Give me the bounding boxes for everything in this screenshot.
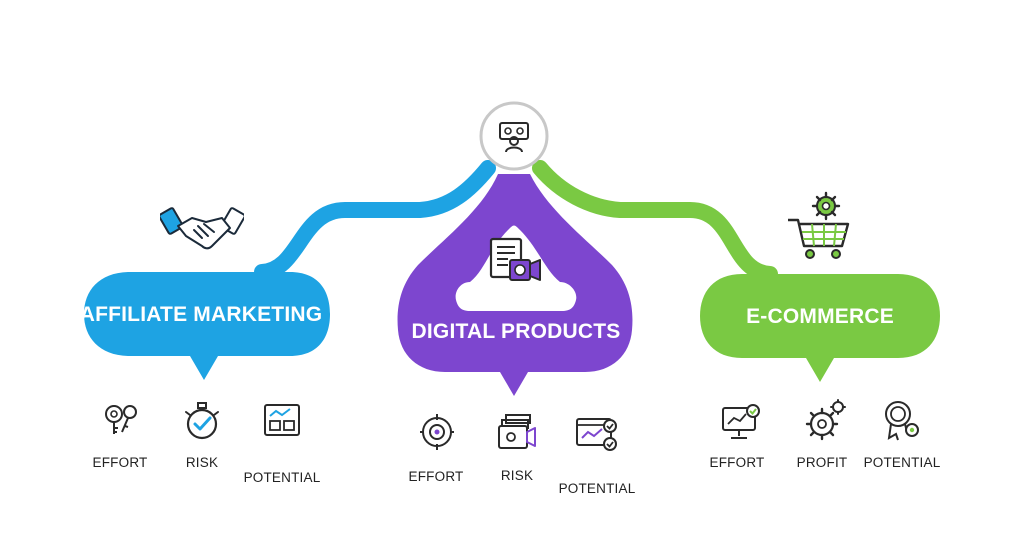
target-badge-icon — [420, 414, 454, 450]
growth-board-icon — [264, 404, 300, 436]
handshake-icon — [160, 207, 244, 250]
affiliate-connector — [254, 160, 496, 280]
monitor-check-icon — [722, 404, 760, 439]
ecommerce-connector — [532, 160, 778, 282]
digital-potential-label: POTENTIAL — [558, 481, 636, 496]
layered-video-icon — [498, 414, 536, 449]
keys-icon — [105, 405, 137, 434]
document-video-icon — [489, 237, 541, 281]
affiliate-bubble — [84, 272, 330, 380]
digital-branch — [397, 174, 633, 396]
ecommerce-branch — [532, 160, 940, 382]
digital-risk-label: RISK — [500, 468, 534, 483]
award-ribbon-icon — [885, 401, 919, 441]
affiliate-effort-label: EFFORT — [92, 455, 148, 470]
digital-effort-label: EFFORT — [408, 469, 464, 484]
ecommerce-effort-label: EFFORT — [709, 455, 765, 470]
stopwatch-check-icon — [185, 402, 219, 440]
ecommerce-bubble — [700, 274, 940, 382]
ecommerce-potential-label: POTENTIAL — [863, 455, 941, 470]
gears-icon — [805, 399, 846, 441]
affiliate-branch — [84, 160, 496, 380]
laptop-person-icon — [499, 122, 529, 153]
ecommerce-title: E-COMMERCE — [746, 305, 894, 328]
cart-gear-icon — [788, 191, 850, 259]
chart-window-check-icon — [576, 418, 617, 451]
affiliate-potential-label: POTENTIAL — [243, 470, 321, 485]
digital-products-title: DIGITAL PRODUCTS — [411, 320, 621, 343]
affiliate-risk-label: RISK — [185, 455, 219, 470]
digital-bubble — [397, 174, 633, 396]
ecommerce-profit-label: PROFIT — [796, 455, 848, 470]
affiliate-marketing-title: AFFILIATE MARKETING — [79, 303, 323, 326]
